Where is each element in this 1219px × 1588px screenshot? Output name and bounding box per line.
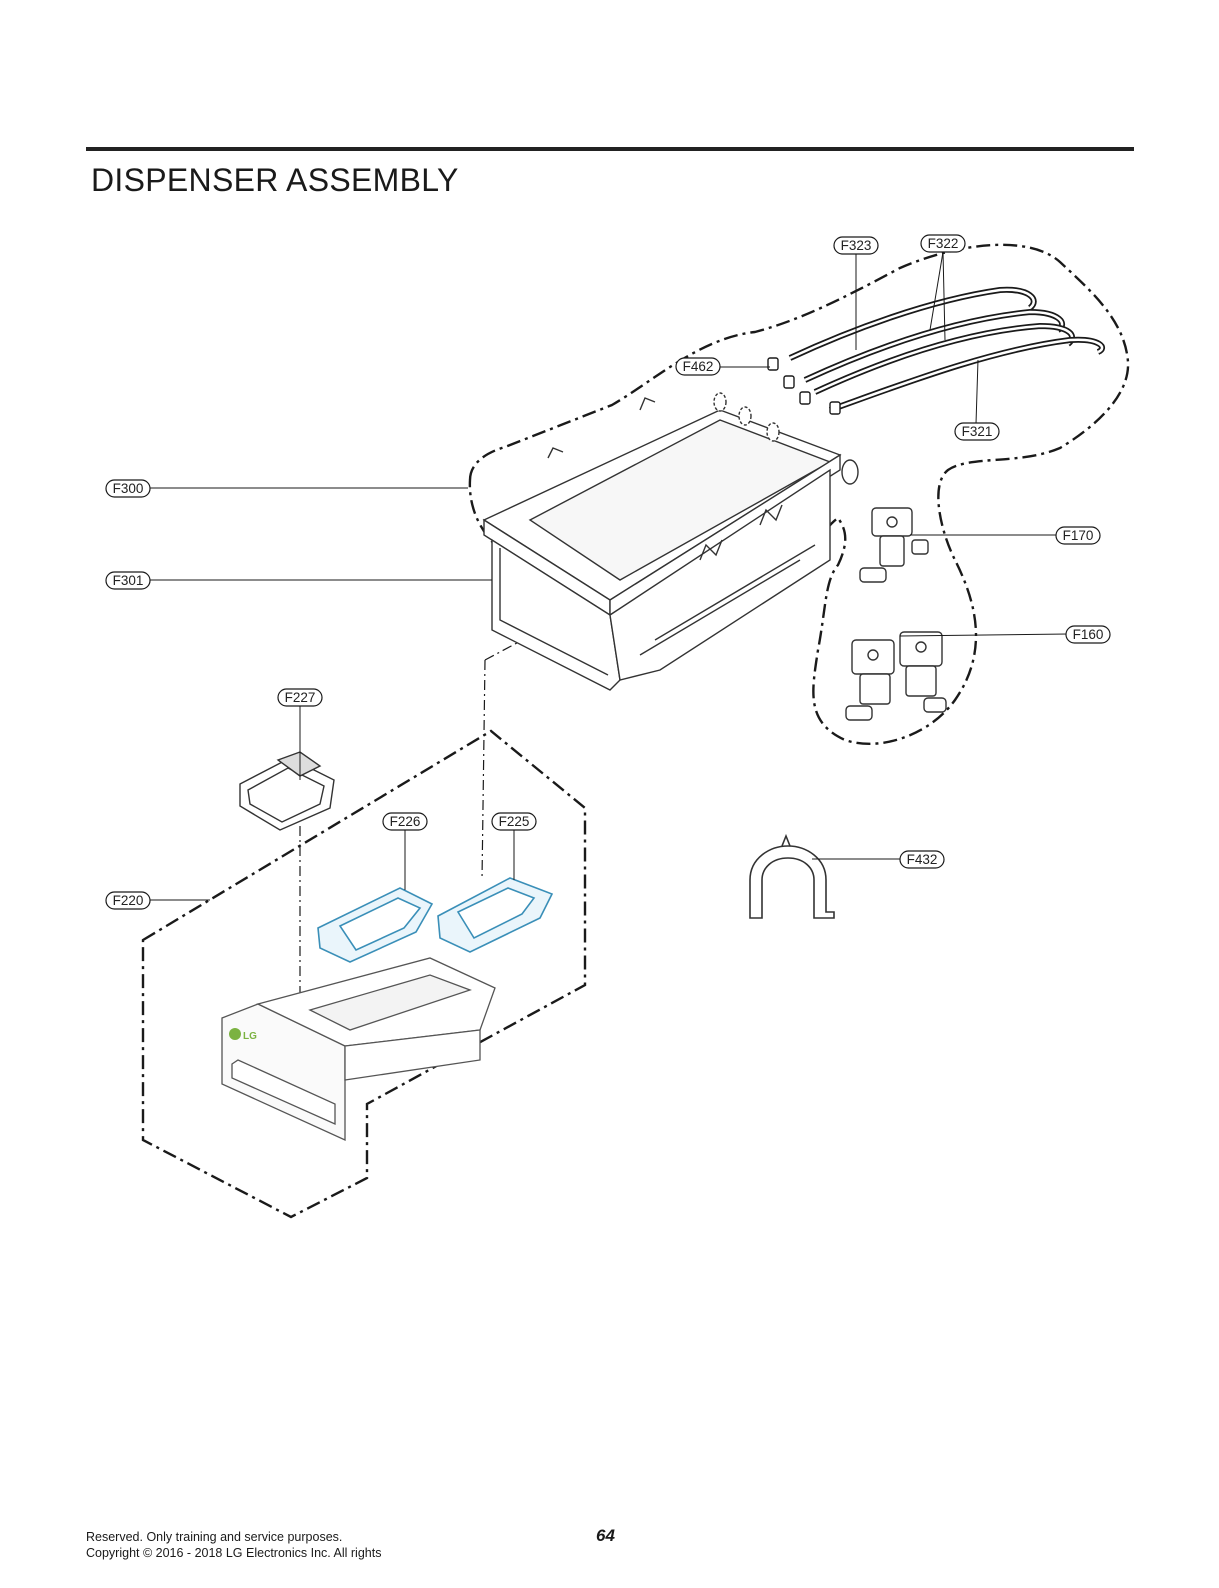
double-water-valve bbox=[845, 631, 947, 721]
lg-logo-text: LG bbox=[243, 1031, 257, 1042]
svg-text:F170: F170 bbox=[1063, 528, 1094, 543]
dispenser-housing bbox=[482, 392, 859, 691]
svg-text:F220: F220 bbox=[113, 893, 144, 908]
single-water-valve bbox=[859, 507, 929, 583]
dispenser-drawer bbox=[221, 957, 496, 1142]
page-number: 64 bbox=[596, 1526, 615, 1545]
alignment-line bbox=[481, 659, 486, 881]
svg-text:F322: F322 bbox=[928, 236, 959, 251]
callout-f301: F301 bbox=[105, 571, 151, 590]
callout-f225: F225 bbox=[491, 812, 537, 831]
callout-f462: F462 bbox=[675, 357, 721, 376]
drawer-assembly-boundary bbox=[141, 729, 587, 1219]
svg-text:F323: F323 bbox=[841, 238, 872, 253]
svg-text:F225: F225 bbox=[499, 814, 530, 829]
callout-f322: F322 bbox=[920, 234, 966, 253]
svg-text:F432: F432 bbox=[907, 852, 938, 867]
callout-f160: F160 bbox=[1065, 625, 1111, 644]
hose-guide-bracket bbox=[749, 833, 835, 919]
title-rule bbox=[86, 147, 1134, 151]
callout-f170: F170 bbox=[1055, 526, 1101, 545]
callout-f321: F321 bbox=[954, 422, 1000, 441]
svg-text:F160: F160 bbox=[1073, 627, 1104, 642]
svg-text:F227: F227 bbox=[285, 690, 316, 705]
lg-logo-mark bbox=[229, 1028, 241, 1040]
leader-lines bbox=[150, 251, 1069, 901]
svg-text:F462: F462 bbox=[683, 359, 714, 374]
page-title: DISPENSER ASSEMBLY bbox=[91, 162, 459, 198]
svg-text:F301: F301 bbox=[113, 573, 144, 588]
callout-f226: F226 bbox=[382, 812, 428, 831]
callout-f432: F432 bbox=[899, 850, 945, 869]
inlet-hoses bbox=[788, 286, 1106, 413]
callout-f323: F323 bbox=[833, 236, 879, 255]
svg-text:F226: F226 bbox=[390, 814, 421, 829]
callout-f220: F220 bbox=[105, 891, 151, 910]
footer-copyright: Reserved. Only training and service purp… bbox=[86, 1529, 381, 1561]
svg-text:F321: F321 bbox=[962, 424, 993, 439]
softener-cup bbox=[239, 751, 335, 831]
hose-clamps bbox=[767, 357, 841, 415]
callout-f300: F300 bbox=[105, 479, 151, 498]
bleach-insert bbox=[437, 877, 554, 953]
upper-assembly-boundary bbox=[468, 243, 1130, 745]
detergent-insert bbox=[317, 887, 434, 963]
footer-line-1: Reserved. Only training and service purp… bbox=[86, 1530, 343, 1544]
svg-text:F300: F300 bbox=[113, 481, 144, 496]
callout-f227: F227 bbox=[277, 688, 323, 707]
footer-line-2: Copyright © 2016 - 2018 LG Electronics I… bbox=[86, 1546, 382, 1560]
